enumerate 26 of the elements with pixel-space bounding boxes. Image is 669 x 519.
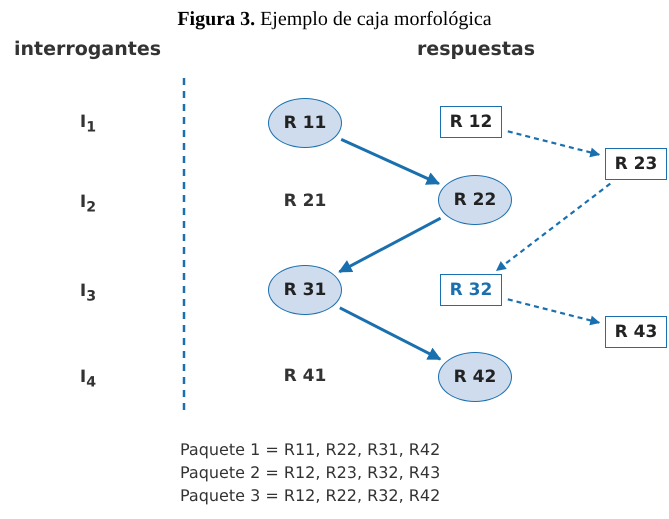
answer-ellipse: R 31 bbox=[268, 265, 342, 315]
arrow bbox=[340, 138, 440, 185]
answer-box: R 32 bbox=[440, 274, 502, 306]
answer-ellipse: R 11 bbox=[268, 98, 342, 148]
package-line: Paquete 3 = R12, R22, R32, R42 bbox=[180, 486, 440, 505]
answer-label: R 21 bbox=[284, 190, 326, 211]
question-label: I$_{4}$ bbox=[80, 366, 96, 390]
package-line: Paquete 1 = R11, R22, R31, R42 bbox=[180, 440, 440, 459]
answer-box: R 43 bbox=[605, 316, 667, 348]
answer-box: R 23 bbox=[605, 148, 667, 180]
arrow bbox=[339, 306, 442, 360]
answer-ellipse: R 22 bbox=[438, 175, 512, 225]
column-heading: interrogantes bbox=[14, 38, 162, 60]
question-label: I$_{3}$ bbox=[80, 280, 96, 304]
dashed-arrow bbox=[508, 298, 600, 326]
figure-title: Figura 3. Ejemplo de caja morfológica bbox=[176, 8, 493, 31]
answer-label: R 41 bbox=[284, 366, 326, 386]
question-label: I$_{2}$ bbox=[80, 192, 96, 216]
dashed-arrow bbox=[508, 130, 600, 158]
dashed-arrow bbox=[496, 182, 611, 272]
question-label: I$_{1}$ bbox=[80, 112, 96, 136]
arrow bbox=[338, 216, 442, 274]
answer-box: R 12 bbox=[440, 106, 502, 138]
package-line: Paquete 2 = R12, R23, R32, R43 bbox=[180, 462, 440, 482]
answer-ellipse: R 42 bbox=[438, 352, 512, 402]
column-heading: respuestas bbox=[416, 38, 536, 60]
